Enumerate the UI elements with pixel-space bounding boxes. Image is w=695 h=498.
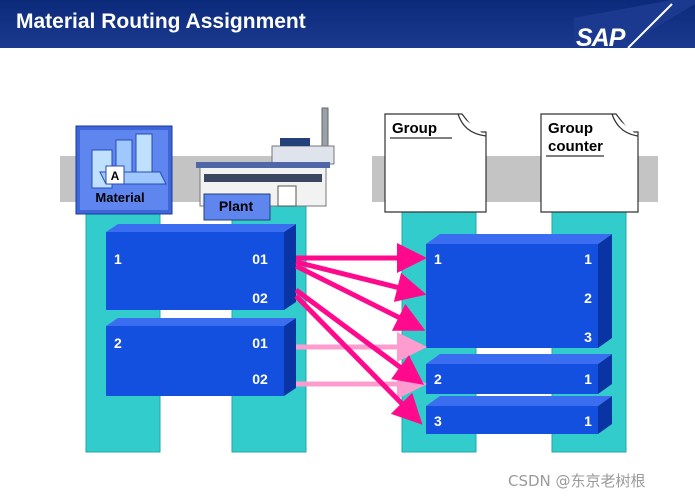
plant-icon: Plant [196, 107, 335, 221]
arrow-m1p01-to-group1-c2 [295, 259, 427, 302]
material-1-plant-02: 02 [252, 290, 268, 306]
group-3-label: 3 [434, 413, 442, 429]
group-2-label: 2 [434, 371, 442, 387]
group-1-counter-1: 1 [584, 251, 592, 267]
material-2-plant-02: 02 [252, 371, 268, 387]
arrow-m1p01-to-group1-c3 [294, 263, 426, 331]
sap-logo-text: SAP [576, 24, 625, 52]
material-letter: A [111, 169, 120, 183]
group-3-counter-1: 1 [584, 413, 592, 429]
material-label: Material [95, 190, 144, 205]
group-counter-document-icon: Group counter [540, 113, 639, 213]
group-block-2: 2 1 [426, 354, 612, 394]
material-1-plant-01: 01 [252, 251, 268, 267]
material-icon: A Material [75, 125, 173, 215]
group-counter-doc-line2: counter [548, 138, 603, 155]
material-2-plant-01: 01 [252, 335, 268, 351]
page-title: Material Routing Assignment [16, 10, 306, 33]
group-document-icon: Group [384, 113, 487, 213]
group-counter-doc-line1: Group [548, 120, 593, 137]
material-block-1: 1 01 02 [106, 224, 296, 310]
material-2-label: 2 [114, 335, 122, 351]
group-1-counter-2: 2 [584, 290, 592, 306]
group-1-counter-3: 3 [584, 329, 592, 345]
arrow-m1p02-to-group3 [294, 294, 423, 425]
sap-logo [574, 0, 695, 48]
plant-label: Plant [219, 198, 254, 214]
material-1-label: 1 [114, 251, 122, 267]
assignment-arrows [294, 243, 427, 425]
arrow-m1p02-to-group2 [294, 287, 425, 385]
group-block-1: 1 1 2 3 [426, 234, 612, 348]
group-block-3: 3 1 [426, 396, 612, 434]
group-2-counter-1: 1 [584, 371, 592, 387]
watermark-text: CSDN @东京老树根 [508, 472, 646, 490]
group-1-label: 1 [434, 251, 442, 267]
material-block-2: 2 01 02 [106, 318, 296, 396]
group-doc-label: Group [392, 120, 437, 137]
